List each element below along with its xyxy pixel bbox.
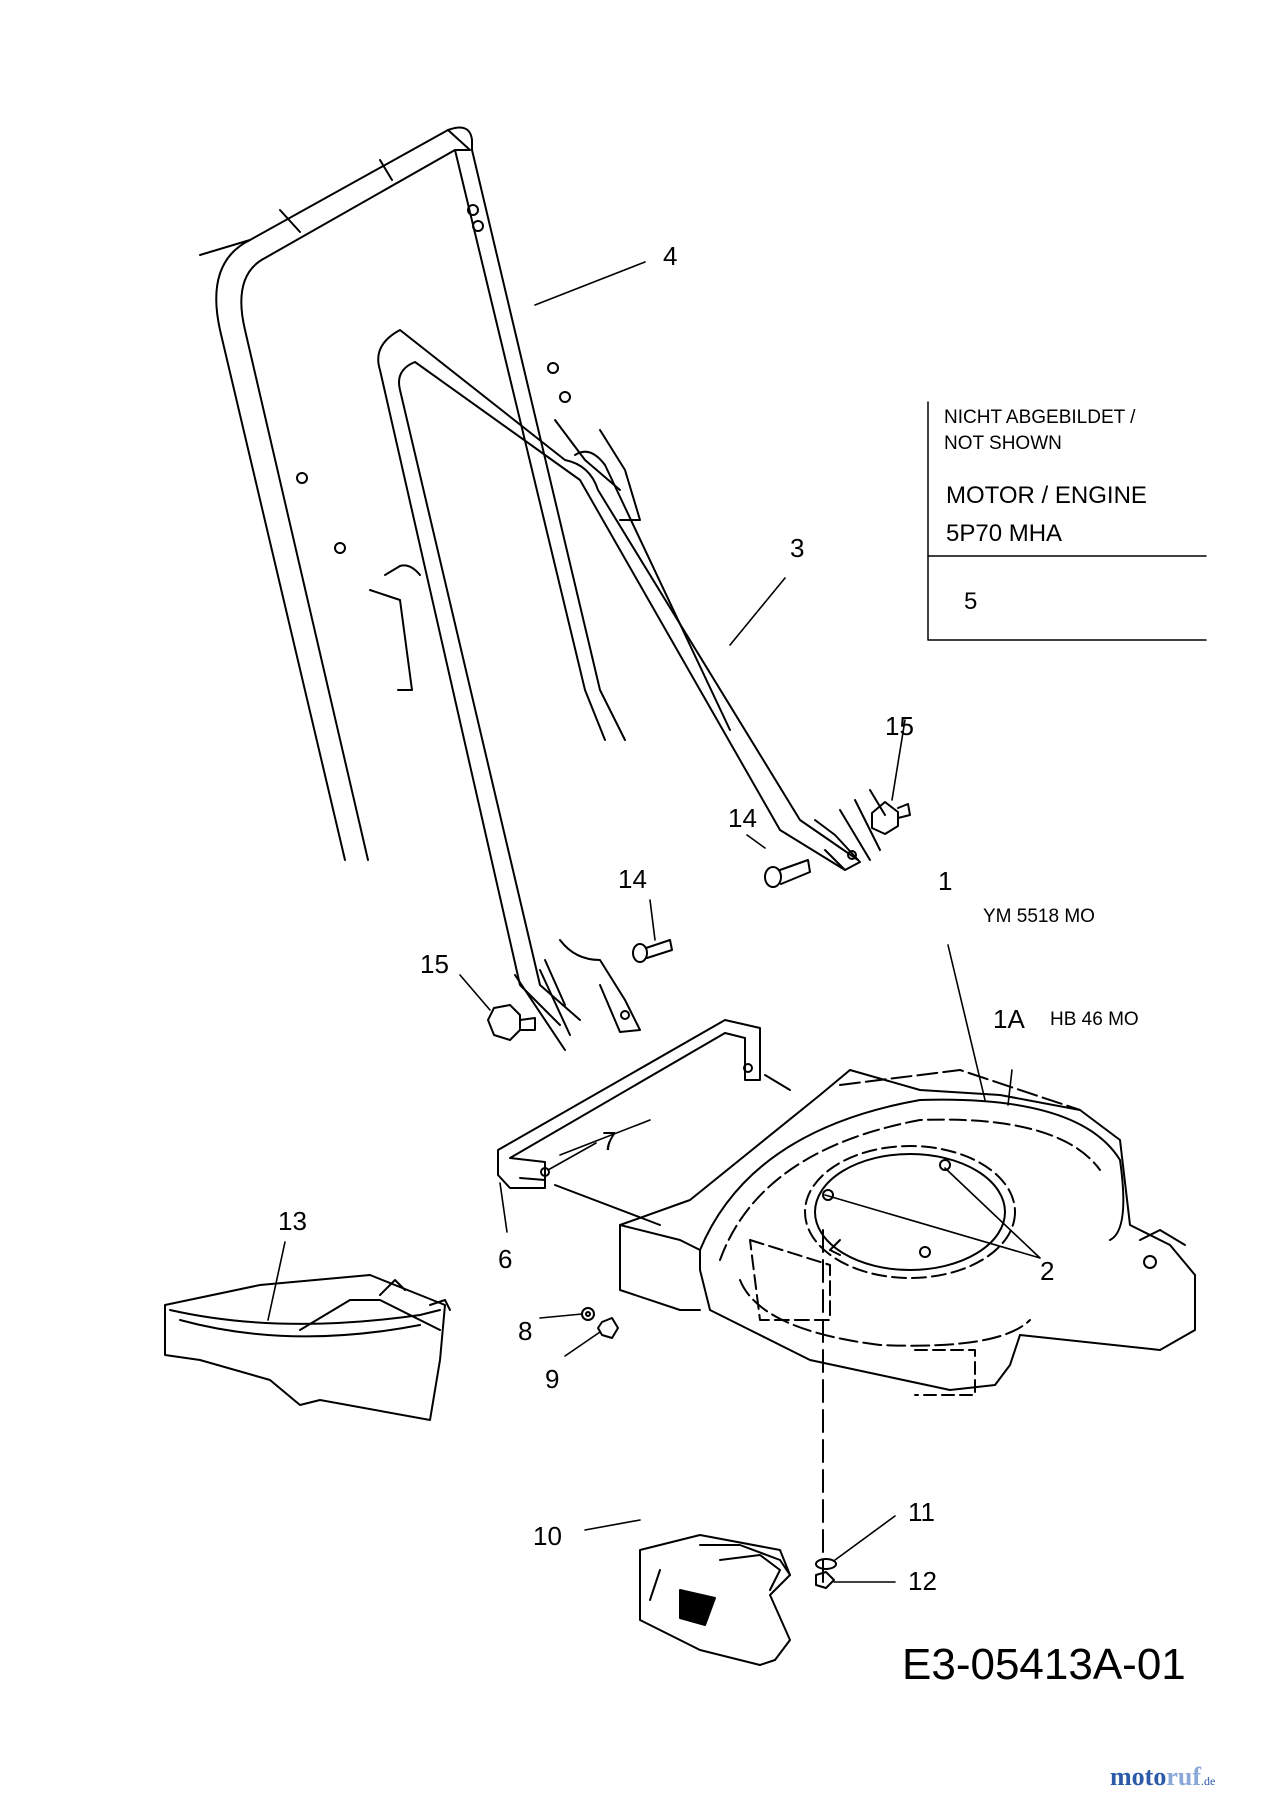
- callout-15-right: 15: [885, 711, 914, 741]
- callout-6: 6: [498, 1244, 512, 1274]
- bolt-left: [632, 939, 673, 963]
- callout-3: 3: [790, 533, 804, 563]
- lower-handle: [377, 329, 861, 1033]
- knob-right: [871, 801, 911, 835]
- grass-bag: [164, 1274, 451, 1421]
- leader-lines: [267, 261, 1041, 1583]
- washer-11: [815, 1558, 837, 1570]
- break-lines-right: [839, 789, 886, 861]
- bolt-12: [815, 1571, 835, 1589]
- logo-suffix: .de: [1201, 1774, 1216, 1788]
- callout-7: 7: [602, 1126, 616, 1156]
- break-lines-left: [514, 959, 571, 1051]
- not-shown-line2: NOT SHOWN: [944, 433, 1062, 454]
- model-item-1: YM 5518 MO: [983, 906, 1095, 927]
- mulching-plug: [639, 1534, 791, 1666]
- upper-handle: [199, 126, 641, 861]
- callout-4: 4: [663, 241, 677, 271]
- not-shown-table: NICHT ABGEBILDET / NOT SHOWN MOTOR / ENG…: [928, 402, 1206, 640]
- motor-model: 5P70 MHA: [946, 520, 1063, 547]
- bolt-right: [764, 859, 811, 888]
- nut-9: [597, 1317, 619, 1339]
- mower-deck: [619, 1069, 1196, 1396]
- knob-left: [487, 1004, 536, 1041]
- bolt-8: [581, 1307, 595, 1321]
- callout-12: 12: [908, 1566, 937, 1596]
- callout-14-right: 14: [728, 803, 757, 833]
- callout-11: 11: [908, 1497, 935, 1527]
- callout-13: 13: [278, 1206, 307, 1236]
- callout-9: 9: [545, 1364, 559, 1394]
- callout-2: 2: [1040, 1256, 1054, 1286]
- not-shown-item-number: 5: [964, 588, 978, 615]
- model-item-1A: HB 46 MO: [1050, 1009, 1139, 1030]
- not-shown-line1: NICHT ABGEBILDET /: [944, 407, 1136, 428]
- callout-15-left: 15: [420, 949, 449, 979]
- logo-accent: ruf: [1166, 1762, 1201, 1791]
- callout-8: 8: [518, 1316, 532, 1346]
- callout-10: 10: [533, 1521, 562, 1551]
- motor-label: MOTOR / ENGINE: [946, 482, 1147, 509]
- not-shown-table-lines: [927, 401, 1207, 641]
- brand-logo: motoruf.de: [1110, 1762, 1215, 1792]
- callout-14-left: 14: [618, 864, 647, 894]
- handle-bracket: [497, 1019, 791, 1226]
- logo-main: moto: [1110, 1762, 1167, 1791]
- callout-1: 1: [938, 866, 952, 896]
- drawing-code: E3-05413A-01: [902, 1640, 1186, 1689]
- callout-1A: 1A: [993, 1004, 1025, 1034]
